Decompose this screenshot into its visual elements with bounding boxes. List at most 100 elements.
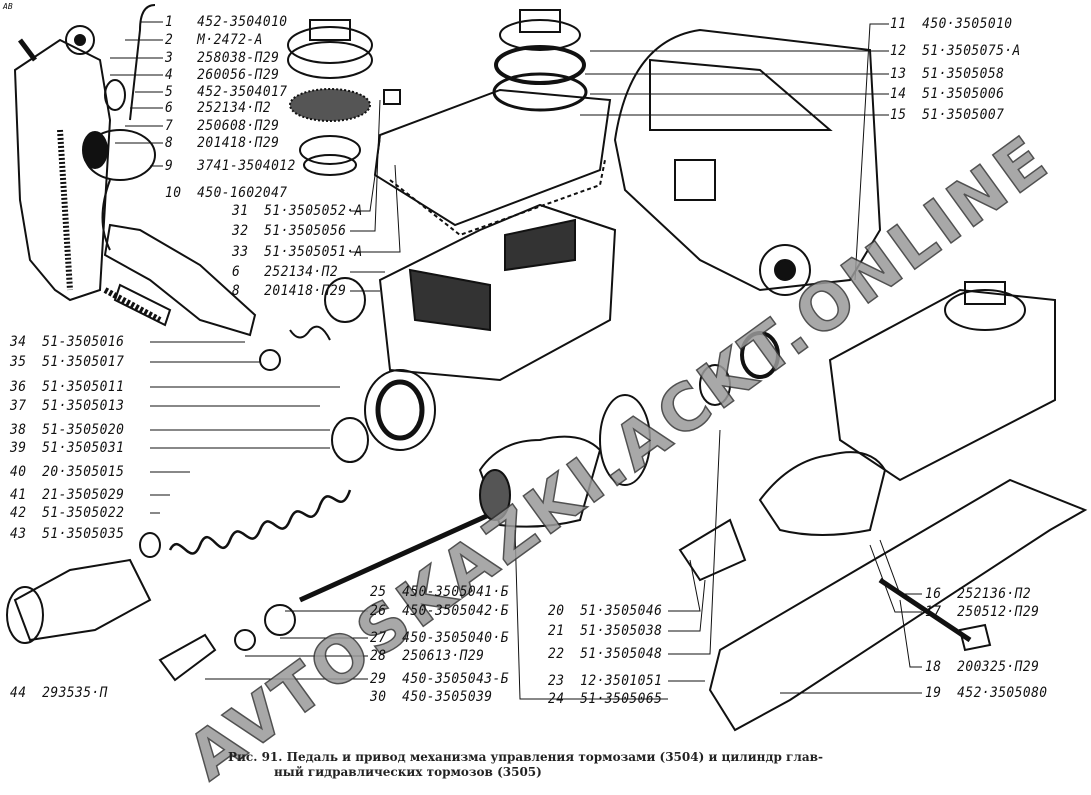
part-label-18: 18 200325·П29 [925, 659, 1039, 675]
part-code: 21-3505029 [33, 487, 125, 503]
caption-line-1: Рис. 91. Педаль и привод механизма управ… [228, 750, 823, 764]
part-number: 37 [10, 398, 27, 414]
part-number: 20 [548, 603, 565, 619]
part-code: 51·3505046 [571, 603, 663, 619]
part-code: 3741-3504012 [188, 158, 296, 174]
part-label-44: 44 293535·П [10, 685, 108, 701]
part-number: 24 [548, 691, 565, 707]
part-number: 26 [370, 603, 387, 619]
part-code: 260056-П29 [188, 67, 280, 83]
part-number: 30 [370, 689, 387, 705]
part-number: 13 [890, 66, 907, 82]
part-code: 293535·П [33, 685, 108, 701]
part-number: 8 [165, 135, 174, 151]
part-code: 450-1602047 [188, 185, 288, 201]
part-number: 10 [165, 185, 182, 201]
part-number: 29 [370, 671, 387, 687]
part-number: 32 [232, 223, 249, 239]
part-code: 258038-П29 [188, 50, 280, 66]
part-label-2: 2 M·2472-A [165, 32, 263, 48]
part-code: 250512·П29 [948, 604, 1040, 620]
part-label-3: 3 258038-П29 [165, 50, 279, 66]
part-code: 51·3505007 [913, 107, 1005, 123]
part-number: 14 [890, 86, 907, 102]
part-code: 51·3505056 [255, 223, 347, 239]
part-code: 450-3505042·Б [393, 603, 509, 619]
part-code: M·2472-A [188, 32, 263, 48]
part-number: 31 [232, 203, 249, 219]
figure-caption: Рис. 91. Педаль и привод механизма управ… [228, 750, 823, 780]
part-code: 450-3505041·Б [393, 584, 509, 600]
part-number: 6 [165, 100, 174, 116]
part-number: 38 [10, 422, 27, 438]
part-label-8: 8 201418·П29 [165, 135, 279, 151]
part-code: 51·3505052·A [255, 203, 363, 219]
leader-lines [110, 21, 922, 700]
part-label-41: 41 21-3505029 [10, 487, 124, 503]
part-code: 452·3505080 [948, 685, 1048, 701]
part-number: 40 [10, 464, 27, 480]
part-number: 34 [10, 334, 27, 350]
part-number: 18 [925, 659, 942, 675]
part-label-30: 30 450-3505039 [370, 689, 493, 705]
assembled-cylinder [828, 281, 1056, 482]
part-code: 450·3505010 [913, 16, 1013, 32]
part-number: 23 [548, 673, 565, 689]
part-number: 6 [232, 264, 241, 280]
part-number: 25 [370, 584, 387, 600]
part-number: 3 [165, 50, 174, 66]
part-number: 19 [925, 685, 942, 701]
part-number: 43 [10, 526, 27, 542]
part-number: 22 [548, 646, 565, 662]
part-code: 452-3504017 [188, 84, 288, 100]
part-number: 1 [165, 14, 174, 30]
part-label-42: 42 51-3505022 [10, 505, 124, 521]
part-code: 252134·П2 [255, 264, 339, 280]
part-code: 51·3505011 [33, 379, 125, 395]
part-number: 5 [165, 84, 174, 100]
part-label-4: 4 260056-П29 [165, 67, 279, 83]
part-number: 4 [165, 67, 174, 83]
part-number: 42 [10, 505, 27, 521]
part-label-36: 36 51·3505011 [10, 379, 124, 395]
part-label-31: 31 51·3505052·A [232, 203, 363, 219]
part-number: 35 [10, 354, 27, 370]
part-number: 12 [890, 43, 907, 59]
part-number: 16 [925, 586, 942, 602]
part-label-37: 37 51·3505013 [10, 398, 124, 414]
part-label-9: 9 3741-3504012 [165, 158, 296, 174]
part-label-29: 29 450-3505043-Б [370, 671, 509, 687]
part-number: 41 [10, 487, 27, 503]
part-label-13: 13 51·3505058 [890, 66, 1004, 82]
master-cylinder-body [364, 203, 617, 451]
part-label-28: 28 250613·П29 [370, 648, 484, 664]
part-label-33: 33 51·3505051·A [232, 244, 363, 260]
part-label-6: 6 252134·П2 [165, 100, 271, 116]
part-code: 252136·П2 [948, 586, 1032, 602]
part-label-6: 6 252134·П2 [232, 264, 338, 280]
part-code: 51·3505051·A [255, 244, 363, 260]
part-code: 450-3505040·Б [393, 630, 509, 646]
part-label-19: 19 452·3505080 [925, 685, 1048, 701]
part-code: 201418·П29 [255, 283, 347, 299]
part-label-22: 22 51·3505048 [548, 646, 662, 662]
part-label-32: 32 51·3505056 [232, 223, 346, 239]
part-label-27: 27 450-3505040·Б [370, 630, 509, 646]
part-number: 7 [165, 118, 174, 134]
part-label-8: 8 201418·П29 [232, 283, 346, 299]
part-number: 8 [232, 283, 241, 299]
part-label-14: 14 51·3505006 [890, 86, 1004, 102]
part-code: 450-3505043-Б [393, 671, 509, 687]
part-code: 20·3505015 [33, 464, 125, 480]
caption-line-2: ный гидравлических тормозов (3505) [274, 765, 542, 779]
part-code: 51·3505006 [913, 86, 1005, 102]
part-number: 44 [10, 685, 27, 701]
part-label-17: 17 250512·П29 [925, 604, 1039, 620]
part-number: 17 [925, 604, 942, 620]
part-code: 51·3505075·A [913, 43, 1021, 59]
part-code: 51-3505022 [33, 505, 125, 521]
part-code: 51-3505020 [33, 422, 125, 438]
part-number: 2 [165, 32, 174, 48]
part-code: 51·3505038 [571, 623, 663, 639]
